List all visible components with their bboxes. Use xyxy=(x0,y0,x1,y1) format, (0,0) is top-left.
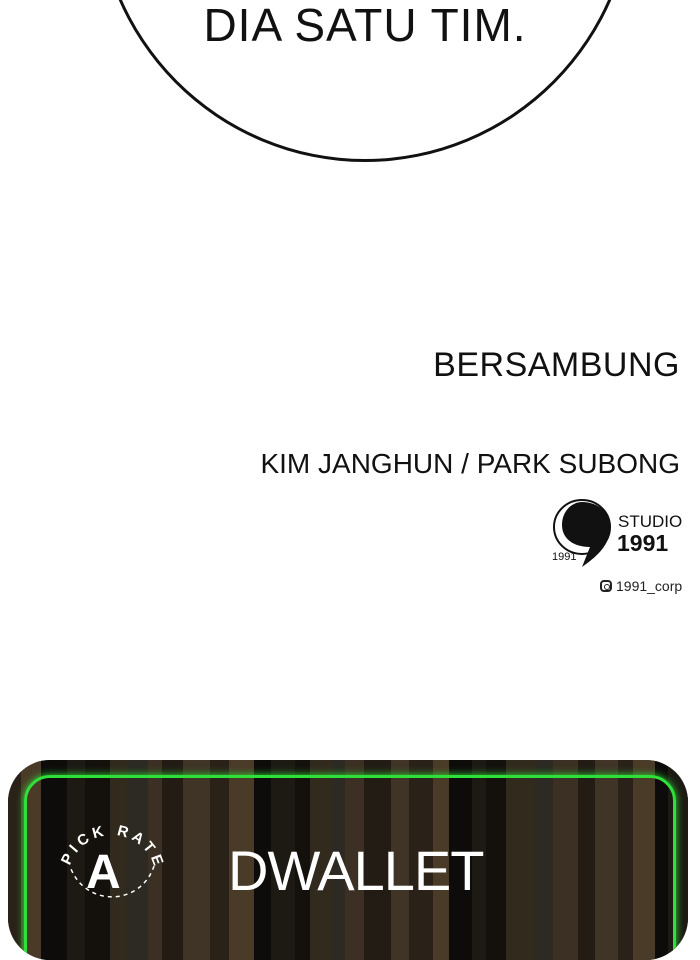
book-spine xyxy=(309,760,332,960)
instagram-handle[interactable]: 1991_corp xyxy=(600,578,682,594)
book-spine xyxy=(67,760,86,960)
promo-banner[interactable]: PICK RATE A DWALLET xyxy=(8,760,688,960)
book-spine xyxy=(162,760,183,960)
pick-rate-badge: PICK RATE xyxy=(58,822,164,898)
book-spine xyxy=(594,760,619,960)
book-spine xyxy=(408,760,434,960)
book-spine xyxy=(449,760,472,960)
book-spine xyxy=(655,760,669,960)
book-spine xyxy=(506,760,534,960)
book-spine xyxy=(331,760,345,960)
book-spine xyxy=(229,760,255,960)
book-spine xyxy=(109,760,126,960)
book-spine xyxy=(471,760,486,960)
to-be-continued-label: BERSAMBUNG xyxy=(433,346,680,384)
bookshelf-background xyxy=(8,760,688,960)
book-spine xyxy=(294,760,310,960)
book-spine xyxy=(633,760,656,960)
book-spine xyxy=(8,760,22,960)
book-spine xyxy=(485,760,507,960)
book-spine xyxy=(577,760,595,960)
banner-frame xyxy=(24,775,676,960)
book-spine xyxy=(344,760,365,960)
pick-rate-grade: A xyxy=(86,846,121,899)
book-spine xyxy=(364,760,391,960)
author-credits: KIM JANGHUN / PARK SUBONG xyxy=(260,448,680,479)
book-spine xyxy=(254,760,272,960)
book-spine xyxy=(85,760,110,960)
book-spine xyxy=(210,760,230,960)
speech-bubble-text: DIA SATU TIM. xyxy=(203,0,527,51)
studio-1991-logo: 1991 xyxy=(552,499,611,567)
book-spine xyxy=(618,760,634,960)
instagram-text: 1991_corp xyxy=(616,578,683,594)
book-spine xyxy=(125,760,149,960)
logo-text: 1991 xyxy=(552,551,576,563)
book-spine xyxy=(390,760,409,960)
studio-name: STUDIO xyxy=(618,512,683,531)
banner-title: DWALLET xyxy=(228,839,484,902)
book-spine xyxy=(533,760,553,960)
book-spine xyxy=(148,760,163,960)
book-spine xyxy=(182,760,211,960)
book-spine xyxy=(433,760,450,960)
studio-number: 1991 xyxy=(617,530,669,556)
book-spine xyxy=(271,760,295,960)
instagram-icon xyxy=(600,580,612,592)
book-spine xyxy=(552,760,578,960)
